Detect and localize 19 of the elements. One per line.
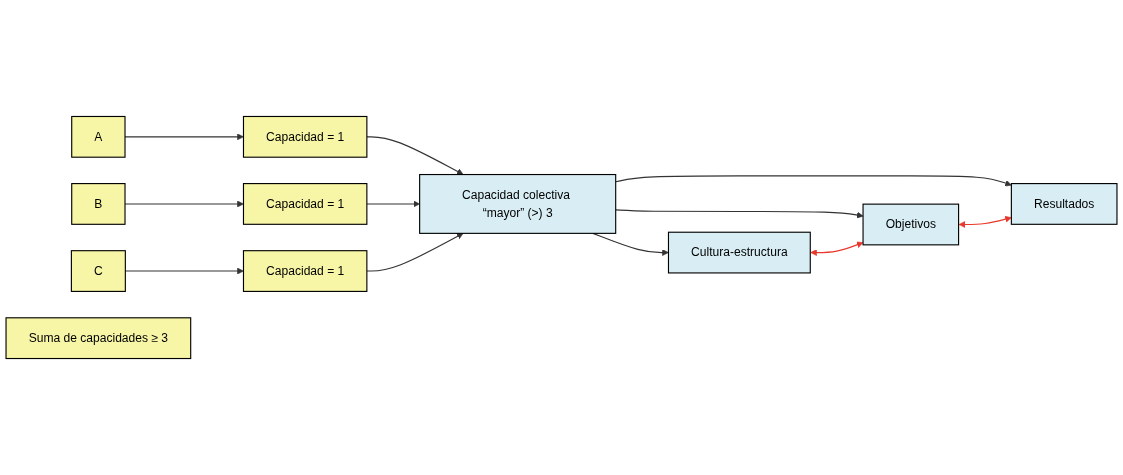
node-box: B bbox=[71, 183, 126, 225]
node-box: Suma de capacidades ≥ 3 bbox=[5, 317, 192, 360]
node-box: Capacidad = 1 bbox=[242, 183, 368, 225]
arrow bbox=[615, 175, 1012, 187]
arrow bbox=[366, 233, 464, 272]
node-box: Resultados bbox=[1010, 183, 1118, 225]
node-box: Capacidad colectiva “mayor” (>) 3 bbox=[419, 173, 617, 234]
node-box: Capacidad = 1 bbox=[242, 115, 368, 158]
arrow bbox=[366, 136, 464, 175]
arrow bbox=[958, 215, 1012, 228]
arrow bbox=[615, 209, 864, 219]
arrow bbox=[592, 232, 669, 256]
node-box: Capacidad = 1 bbox=[242, 250, 368, 292]
node-box: A bbox=[71, 115, 126, 158]
arrow bbox=[366, 200, 420, 208]
node-box: Objetivos bbox=[862, 203, 960, 246]
node-box: Cultura-estructura bbox=[667, 231, 811, 274]
arrow bbox=[810, 241, 864, 256]
node-box: C bbox=[70, 250, 126, 292]
